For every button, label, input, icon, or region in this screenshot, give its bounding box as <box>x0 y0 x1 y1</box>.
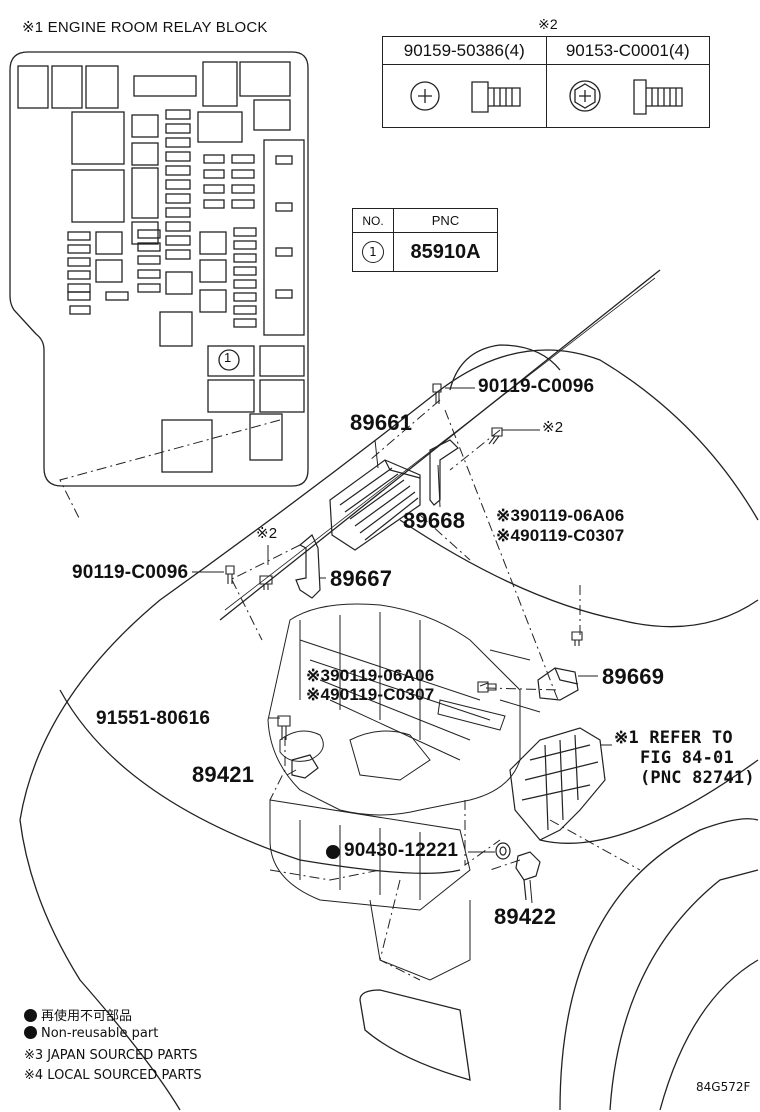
label-90119-06a06-upper: ※390119-06A06 <box>496 506 625 525</box>
sensor-89421 <box>291 754 319 779</box>
label-90119-06a06-lower: ※390119-06A06 <box>306 666 435 685</box>
pnc-row-no-circle: 1 <box>362 241 384 263</box>
legend-local-sourced: ※4 LOCAL SOURCED PARTS <box>24 1068 202 1083</box>
label-90119-c0307-upper: ※490119-C0307 <box>496 526 625 545</box>
label-refer-line1: ※1 REFER TO <box>614 728 733 748</box>
bolt-table-note: ※2 <box>538 16 558 32</box>
label-90430-12221: 90430-12221 <box>344 840 459 861</box>
relay-block-cells <box>17 61 305 473</box>
non-reusable-dot-icon <box>24 1009 37 1022</box>
label-note2-left: ※2 <box>256 525 278 542</box>
label-91551-80616: 91551-80616 <box>96 708 211 729</box>
label-refer-line3: (PNC 82741) <box>640 768 755 788</box>
label-89668: 89668 <box>403 508 466 533</box>
bolt-part-2-label: 90153-C0001(4) <box>545 36 710 65</box>
non-reusable-dot-90430 <box>326 845 340 859</box>
label-90119-c0096-top: 90119-C0096 <box>478 376 595 397</box>
label-refer-line2: FIG 84-01 <box>640 748 734 768</box>
figure-code: 84G572F <box>696 1080 751 1094</box>
relay-block-3d <box>509 727 606 841</box>
bracket-89668 <box>429 439 459 506</box>
pnc-table: NO. PNC 1 85910A <box>352 208 498 272</box>
engine-sketch <box>267 603 541 981</box>
small-bolts <box>225 383 583 740</box>
sensor-89422 <box>515 851 541 901</box>
label-89421: 89421 <box>192 762 255 787</box>
label-89669: 89669 <box>602 664 665 689</box>
legend-non-reusable-en: Non-reusable part <box>24 1026 158 1041</box>
legend-japan-sourced: ※3 JAPAN SOURCED PARTS <box>24 1048 198 1063</box>
bolt-part-2-icon-cell <box>545 64 710 128</box>
relay-block-outline <box>9 51 309 487</box>
legend-non-reusable-jp-text: 再使用不可部品 <box>41 1009 133 1024</box>
non-reusable-dot-icon <box>24 1026 37 1039</box>
legend-non-reusable-jp: 再使用不可部品 <box>24 1005 132 1024</box>
pnc-row-code: 85910A <box>393 232 498 272</box>
bolt-table: 90159-50386(4) 90153-C0001(4) <box>382 36 710 128</box>
legend-non-reusable-en-text: Non-reusable part <box>41 1026 159 1041</box>
bracket-89667 <box>295 534 321 599</box>
label-89661: 89661 <box>350 410 413 435</box>
bolt-part-1-label: 90159-50386(4) <box>382 36 547 65</box>
pnc-header-no: NO. <box>352 208 394 233</box>
pnc-row-no: 1 <box>352 232 394 272</box>
relay-callout-number: 1 <box>224 350 232 365</box>
sensor-89669 <box>537 667 579 701</box>
label-90119-c0096-left: 90119-C0096 <box>72 562 189 583</box>
relay-block-title: ※1 ENGINE ROOM RELAY BLOCK <box>22 19 268 36</box>
bolt-part-1-icon-cell <box>382 64 547 128</box>
label-90119-c0307-lower: ※490119-C0307 <box>306 685 435 704</box>
label-note2-top: ※2 <box>542 419 564 436</box>
car-body-outline <box>19 349 759 821</box>
label-89422: 89422 <box>494 904 557 929</box>
label-89667: 89667 <box>330 566 393 591</box>
pnc-header-pnc: PNC <box>393 208 498 233</box>
relay-callout-circle <box>218 349 240 371</box>
ecu-89661 <box>329 459 421 551</box>
washer-90430 <box>495 842 511 860</box>
